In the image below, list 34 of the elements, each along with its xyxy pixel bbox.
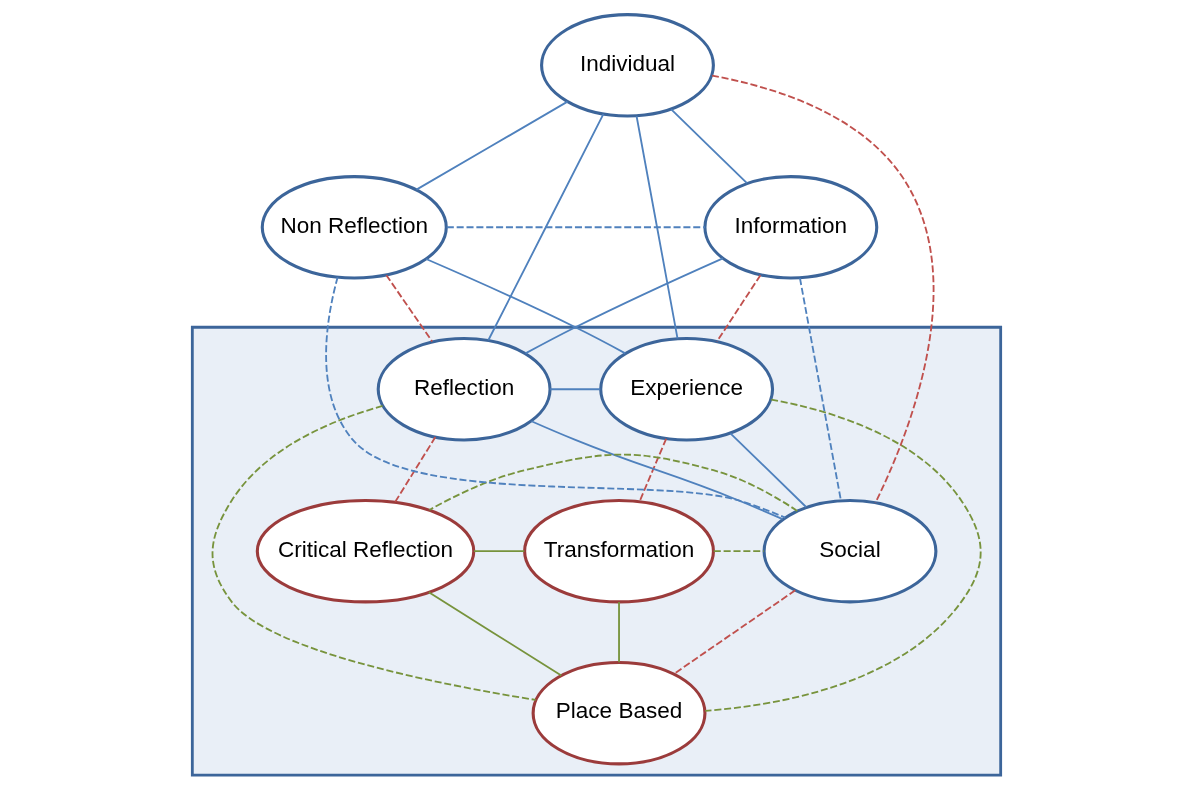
- connector: [385, 273, 434, 342]
- connector: [394, 435, 437, 503]
- connector: [211, 404, 537, 701]
- connector: [729, 431, 807, 508]
- connector: [670, 107, 748, 184]
- connector: [638, 437, 668, 502]
- cluster: [190, 325, 1003, 776]
- connector: [530, 419, 784, 520]
- connector: [428, 453, 799, 512]
- node-ellipse: Reflection: [376, 336, 552, 441]
- connector: [427, 590, 563, 676]
- connector: [325, 275, 787, 519]
- node-ellipse: Place Based: [531, 660, 707, 765]
- connector: [487, 112, 605, 341]
- connector: [635, 114, 679, 339]
- connector: [799, 276, 842, 501]
- node-ellipse: Social: [762, 498, 938, 603]
- connector: [716, 273, 762, 342]
- node-ellipse: Critical Reflection: [255, 498, 476, 603]
- node-ellipse: Non Reflection: [260, 174, 448, 280]
- connector: [549, 387, 602, 390]
- node-ellipse: Experience: [599, 336, 775, 441]
- node-ellipse: Transformation: [523, 498, 715, 603]
- connector: [415, 100, 569, 191]
- connector: [618, 600, 620, 663]
- connector: [425, 257, 627, 354]
- connector: [524, 256, 724, 354]
- connector: [473, 549, 526, 552]
- connector: [445, 225, 706, 228]
- node-ellipse: Information: [703, 174, 879, 280]
- connector: [711, 74, 935, 504]
- connector: [712, 549, 765, 552]
- connector: [704, 398, 982, 712]
- node-ellipse: Individual: [540, 12, 715, 118]
